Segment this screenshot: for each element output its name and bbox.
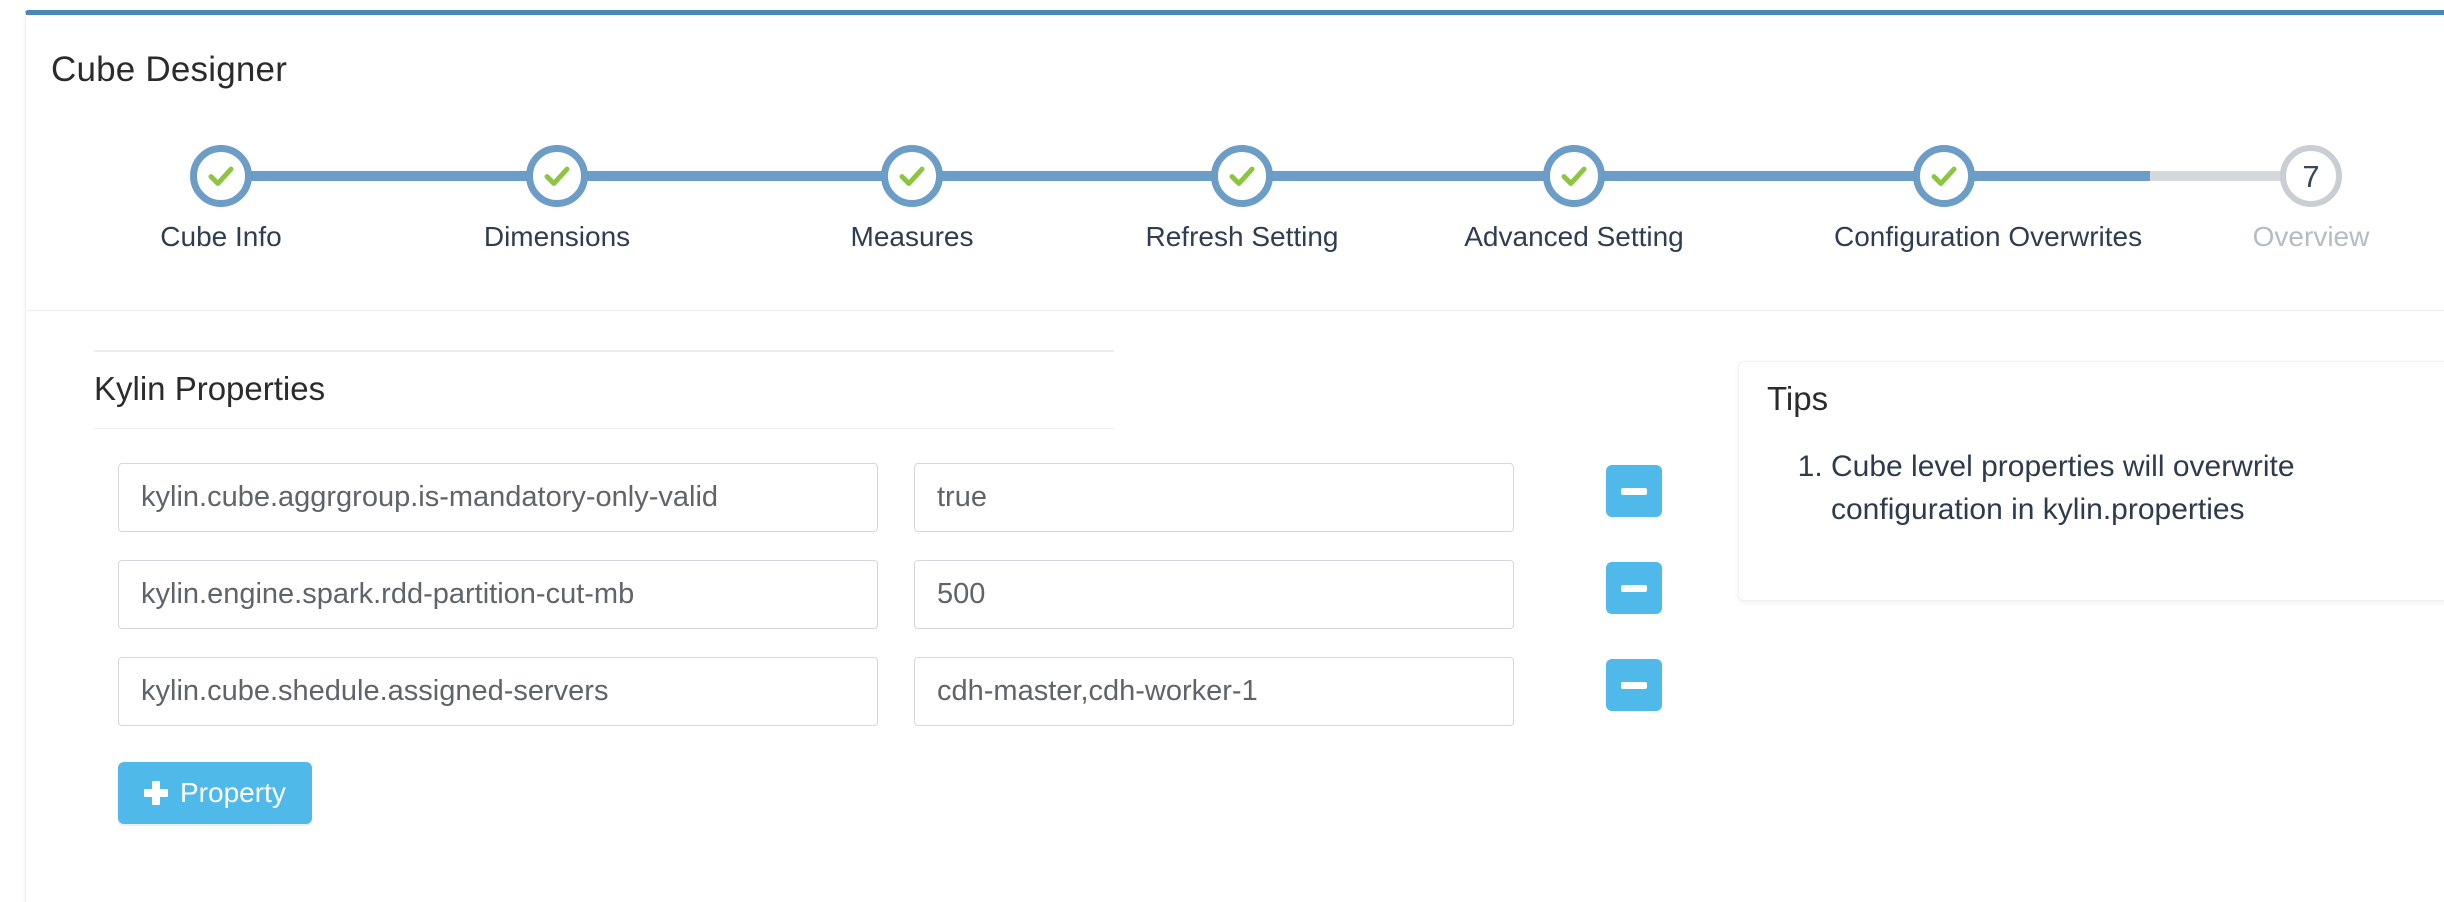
step-circle xyxy=(1913,145,1975,207)
step-connector-active xyxy=(577,171,892,181)
property-row xyxy=(94,463,1714,532)
step-connector-active xyxy=(1262,171,1554,181)
minus-icon xyxy=(1621,584,1647,592)
wizard-step-configuration-overwrites[interactable]: Configuration Overwrites xyxy=(1834,145,2143,253)
step-label: Configuration Overwrites xyxy=(1834,221,2143,252)
step-label: Dimensions xyxy=(483,221,631,252)
step-label: Cube Info xyxy=(160,221,282,252)
wizard-steps: Cube Info Dimensions Measures Refresh Setti… xyxy=(26,145,2444,275)
step-connector-active xyxy=(241,171,537,181)
wizard-step-measures[interactable]: Measures xyxy=(802,145,1022,253)
property-value-input[interactable] xyxy=(914,463,1514,532)
property-key-input[interactable] xyxy=(118,560,878,629)
property-row xyxy=(94,657,1714,726)
property-row xyxy=(94,560,1714,629)
step-connector-inactive xyxy=(2149,171,2291,181)
step-connector-active xyxy=(932,171,1222,181)
tips-panel: Tips Cube level properties will overwrit… xyxy=(1738,361,2444,601)
kylin-properties-panel: Kylin Properties Property xyxy=(94,350,1714,824)
kylin-properties-title: Kylin Properties xyxy=(94,370,326,407)
step-connector-active xyxy=(1964,171,2150,181)
remove-property-button[interactable] xyxy=(1606,465,1662,517)
step-circle xyxy=(190,145,252,207)
cube-designer-card: Cube Designer Cube Info Dimensions Measure… xyxy=(25,10,2444,902)
step-number: 7 xyxy=(2302,158,2320,194)
plus-icon xyxy=(144,781,168,805)
tips-item: Cube level properties will overwrite con… xyxy=(1831,446,2444,531)
check-icon xyxy=(544,166,570,186)
panel-title-rule xyxy=(94,428,1114,429)
property-key-input[interactable] xyxy=(118,657,878,726)
step-circle xyxy=(1543,145,1605,207)
tips-list: Cube level properties will overwrite con… xyxy=(1769,446,2444,531)
step-label: Overview xyxy=(2252,221,2370,252)
steps-divider xyxy=(27,310,2444,311)
check-icon xyxy=(208,166,234,186)
step-label: Refresh Setting xyxy=(1145,221,1339,252)
add-property-label: Property xyxy=(180,777,286,808)
check-icon xyxy=(1931,166,1957,186)
step-circle xyxy=(1211,145,1273,207)
check-icon xyxy=(1561,166,1587,186)
wizard-step-cube-info[interactable]: Cube Info xyxy=(111,145,331,253)
wizard-step-advanced-setting[interactable]: Advanced Setting xyxy=(1464,145,1684,253)
page-title: Cube Designer xyxy=(51,50,288,89)
property-rows xyxy=(94,463,1714,726)
property-value-input[interactable] xyxy=(914,560,1514,629)
wizard-step-dimensions[interactable]: Dimensions xyxy=(447,145,667,253)
step-connector-active xyxy=(1594,171,1924,181)
minus-icon xyxy=(1621,487,1647,495)
wizard-step-refresh-setting[interactable]: Refresh Setting xyxy=(1132,145,1352,253)
check-icon xyxy=(1229,166,1255,186)
minus-icon xyxy=(1621,681,1647,689)
add-property-button[interactable]: Property xyxy=(118,762,312,824)
property-key-input[interactable] xyxy=(118,463,878,532)
property-value-input[interactable] xyxy=(914,657,1514,726)
remove-property-button[interactable] xyxy=(1606,562,1662,614)
remove-property-button[interactable] xyxy=(1606,659,1662,711)
panel-top-rule xyxy=(94,350,1114,352)
step-circle: 7 xyxy=(2280,145,2342,207)
check-icon xyxy=(899,166,925,186)
step-label: Advanced Setting xyxy=(1464,221,1684,252)
step-label: Measures xyxy=(850,221,974,252)
tips-title: Tips xyxy=(1767,380,1829,417)
step-circle xyxy=(881,145,943,207)
step-circle xyxy=(526,145,588,207)
